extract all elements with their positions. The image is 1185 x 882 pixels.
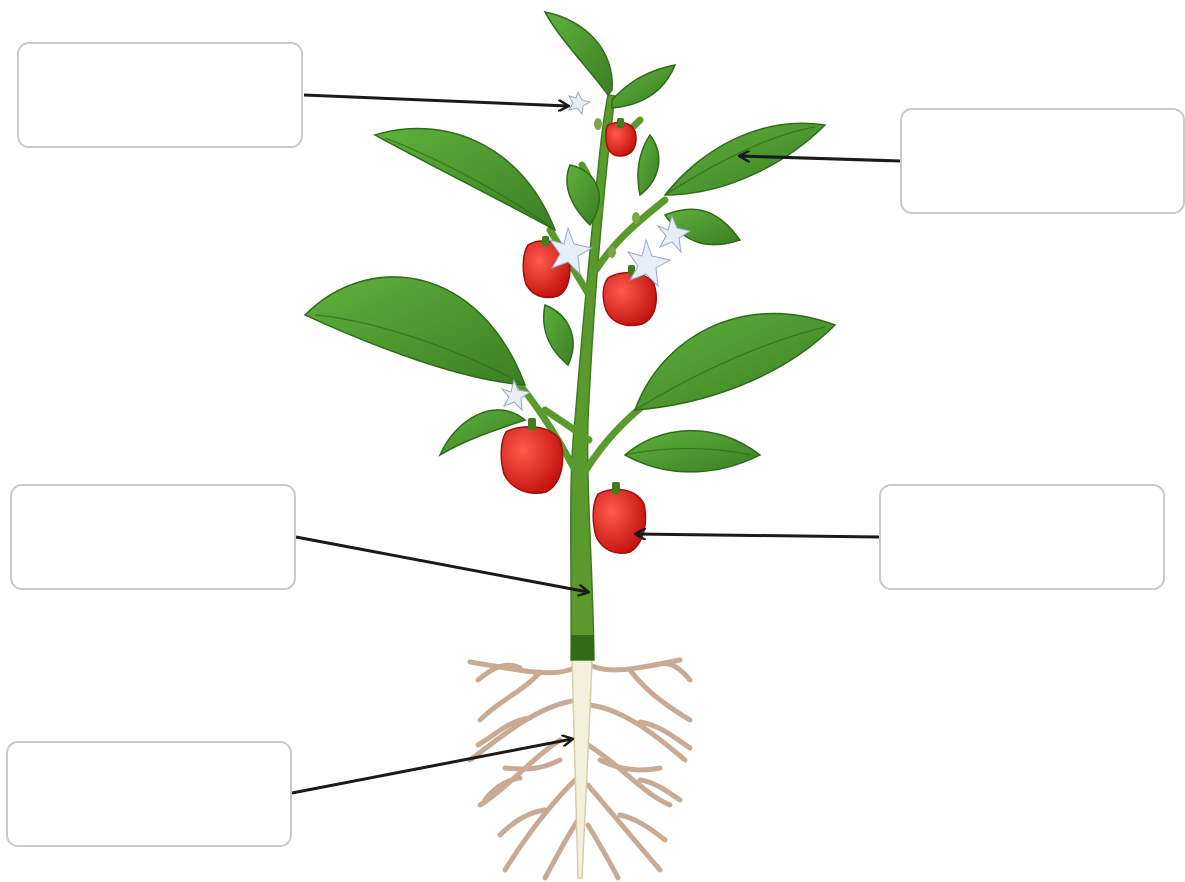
leaf-mid-left <box>544 305 573 365</box>
flower-top <box>569 92 590 114</box>
leaf-top-right <box>612 65 675 108</box>
label-box-flower[interactable] <box>17 42 303 148</box>
flower-lower <box>502 380 530 410</box>
taproot <box>572 658 592 878</box>
leaf-top <box>545 12 612 95</box>
leaf-upper-left <box>375 129 555 230</box>
fruit-lower-right <box>593 489 645 553</box>
label-box-leaf[interactable] <box>900 108 1185 214</box>
arrow-flower <box>304 95 568 106</box>
arrow-fruit <box>636 534 879 537</box>
leaf-large-right <box>635 314 835 410</box>
arrow-stem <box>296 537 588 592</box>
label-box-root[interactable] <box>6 741 292 847</box>
label-box-fruit[interactable] <box>879 484 1165 590</box>
leaf-mid-small-right <box>638 135 659 195</box>
stem-base <box>571 635 594 660</box>
leaf-mid-small-left <box>567 165 599 225</box>
label-box-stem[interactable] <box>10 484 296 590</box>
fruit-lower-left <box>501 427 562 493</box>
